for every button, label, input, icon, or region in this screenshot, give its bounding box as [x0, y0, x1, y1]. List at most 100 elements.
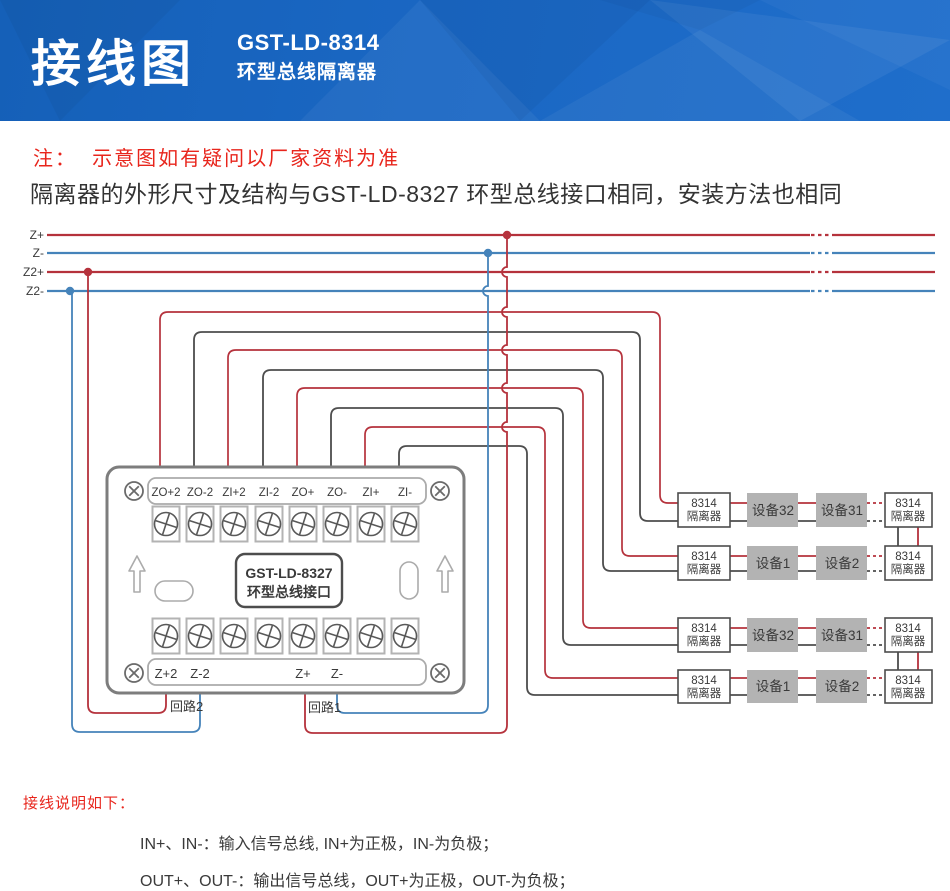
isolator-box-label: 隔离器 — [891, 686, 926, 700]
page-header: 接线图 GST-LD-8314 环型总线隔离器 — [0, 0, 950, 121]
isolator-box-label: 8314 — [895, 675, 921, 687]
device-box — [747, 493, 798, 527]
device-box — [747, 546, 798, 580]
isolator-box-label: 8314 — [691, 623, 717, 635]
junction-dot — [502, 230, 512, 240]
junction-dot — [83, 267, 93, 277]
top-terminal-strip — [147, 477, 427, 505]
device-box — [816, 546, 867, 580]
loop1-label: 回路1 — [308, 700, 341, 715]
wire-zi2-minus — [262, 369, 678, 572]
device-box-label: 设备2 — [825, 678, 860, 694]
wire-zo-minus — [330, 407, 678, 646]
screw-terminal — [185, 505, 215, 543]
screw-terminal — [390, 617, 420, 655]
device-box — [816, 493, 867, 527]
isolator-box-label: 隔离器 — [891, 634, 926, 648]
loop-wires — [159, 311, 678, 696]
screw-terminal — [151, 617, 181, 655]
device-box-label: 设备1 — [756, 555, 791, 571]
terminal-label: Z+ — [295, 666, 311, 681]
chain-row: 8314 隔离器 设备32 设备31 8314 隔离器 — [677, 492, 933, 528]
screw-terminal — [390, 505, 420, 543]
screw-terminal — [288, 617, 318, 655]
device-box — [747, 618, 798, 652]
terminal-label: ZI-2 — [259, 487, 279, 499]
bus-lines — [47, 233, 935, 293]
device-box-label: 设备31 — [821, 502, 863, 518]
terminal-label: ZO+ — [292, 487, 315, 499]
screw-terminal — [322, 505, 352, 543]
bottom-terminal-strip — [147, 658, 427, 686]
screw-terminal — [254, 617, 284, 655]
isolator-box-label: 8314 — [691, 498, 717, 510]
isolator-box-label: 8314 — [895, 551, 921, 563]
chain-row: 8314 隔离器 设备32 设备31 8314 隔离器 — [677, 617, 933, 653]
wire-loop2-z2plus — [87, 272, 167, 714]
device-box-label: 设备2 — [825, 555, 860, 571]
module-nameplate — [234, 552, 344, 609]
device-chains: 8314 隔离器 设备32 设备31 8314 隔离器 8314 隔离器 设备1… — [677, 492, 933, 704]
device-box — [816, 670, 867, 703]
junction-dot — [65, 286, 75, 296]
model-number: GST-LD-8314 — [237, 30, 380, 55]
module-name-line1: GST-LD-8327 — [245, 565, 332, 581]
mounting-screw-icon — [124, 481, 144, 501]
screw-terminal — [151, 505, 181, 543]
isolator-box — [884, 492, 933, 528]
loop2-label: 回路2 — [170, 699, 203, 714]
chain-row: 8314 隔离器 设备1 设备2 8314 隔离器 — [677, 545, 933, 581]
isolator-box-label: 8314 — [895, 623, 921, 635]
terminal-label: ZO+2 — [151, 487, 180, 499]
pill-cutout — [399, 561, 419, 600]
isolator-box — [677, 617, 731, 653]
device-box-label: 设备31 — [821, 627, 863, 643]
wire-zi-plus — [364, 426, 678, 679]
isolator-box-label: 8314 — [691, 675, 717, 687]
bus-label: Z+ — [30, 228, 44, 242]
chain-row: 8314 隔离器 设备1 设备2 8314 隔离器 — [677, 669, 933, 704]
legend-line: OUT+、OUT-：输出信号总线，OUT+为正极，OUT-为负极； — [140, 873, 575, 890]
bus-label: Z- — [33, 246, 44, 260]
mounting-screw-icon — [430, 481, 450, 501]
terminal-label: Z-2 — [190, 666, 210, 681]
junction-dot — [483, 248, 493, 258]
isolator-box — [677, 545, 731, 581]
device-box-label: 设备1 — [756, 678, 791, 694]
isolator-box-label: 隔离器 — [891, 509, 926, 523]
isolator-box-label: 隔离器 — [687, 562, 722, 576]
terminal-label: Z- — [331, 666, 343, 681]
page-title: 接线图 — [31, 36, 196, 92]
screw-terminal — [219, 617, 249, 655]
bus-label: Z2- — [26, 284, 44, 298]
terminal-label: ZI+2 — [222, 487, 245, 499]
isolator-box-label: 隔离器 — [687, 686, 722, 700]
bus-label: Z2+ — [23, 265, 44, 279]
isolator-box-label: 隔离器 — [687, 509, 722, 523]
device-box-label: 设备32 — [752, 627, 794, 643]
note-body: 隔离器的外形尺寸及结构与GST-LD-8327 环型总线接口相同，安装方法也相同 — [30, 181, 843, 207]
isolator-box — [677, 492, 731, 528]
device-box — [816, 618, 867, 652]
model-subtitle: 环型总线隔离器 — [237, 62, 378, 83]
isolator-module: ZO+2 ZO-2 ZI+2 ZI-2 ZO+ ZO- ZI+ ZI- — [105, 465, 466, 695]
isolator-box-label: 隔离器 — [687, 634, 722, 648]
terminal-label: ZO-2 — [187, 487, 213, 499]
terminal-label: ZO- — [327, 487, 347, 499]
screw-terminal — [356, 617, 386, 655]
mounting-screw-icon — [430, 663, 450, 683]
isolator-box-label: 隔离器 — [891, 562, 926, 576]
wire-zi2-plus — [227, 349, 678, 557]
wire-zo-plus — [296, 387, 678, 629]
mounting-screw-icon — [124, 663, 144, 683]
module-name-line2: 环型总线接口 — [247, 584, 331, 600]
screw-terminal — [356, 505, 386, 543]
device-box — [747, 670, 798, 703]
isolator-box — [884, 617, 933, 653]
isolator-box — [884, 545, 933, 581]
bus-drop-wires — [71, 235, 508, 734]
isolator-box-label: 8314 — [895, 498, 921, 510]
wire-zo2-minus — [193, 331, 678, 522]
